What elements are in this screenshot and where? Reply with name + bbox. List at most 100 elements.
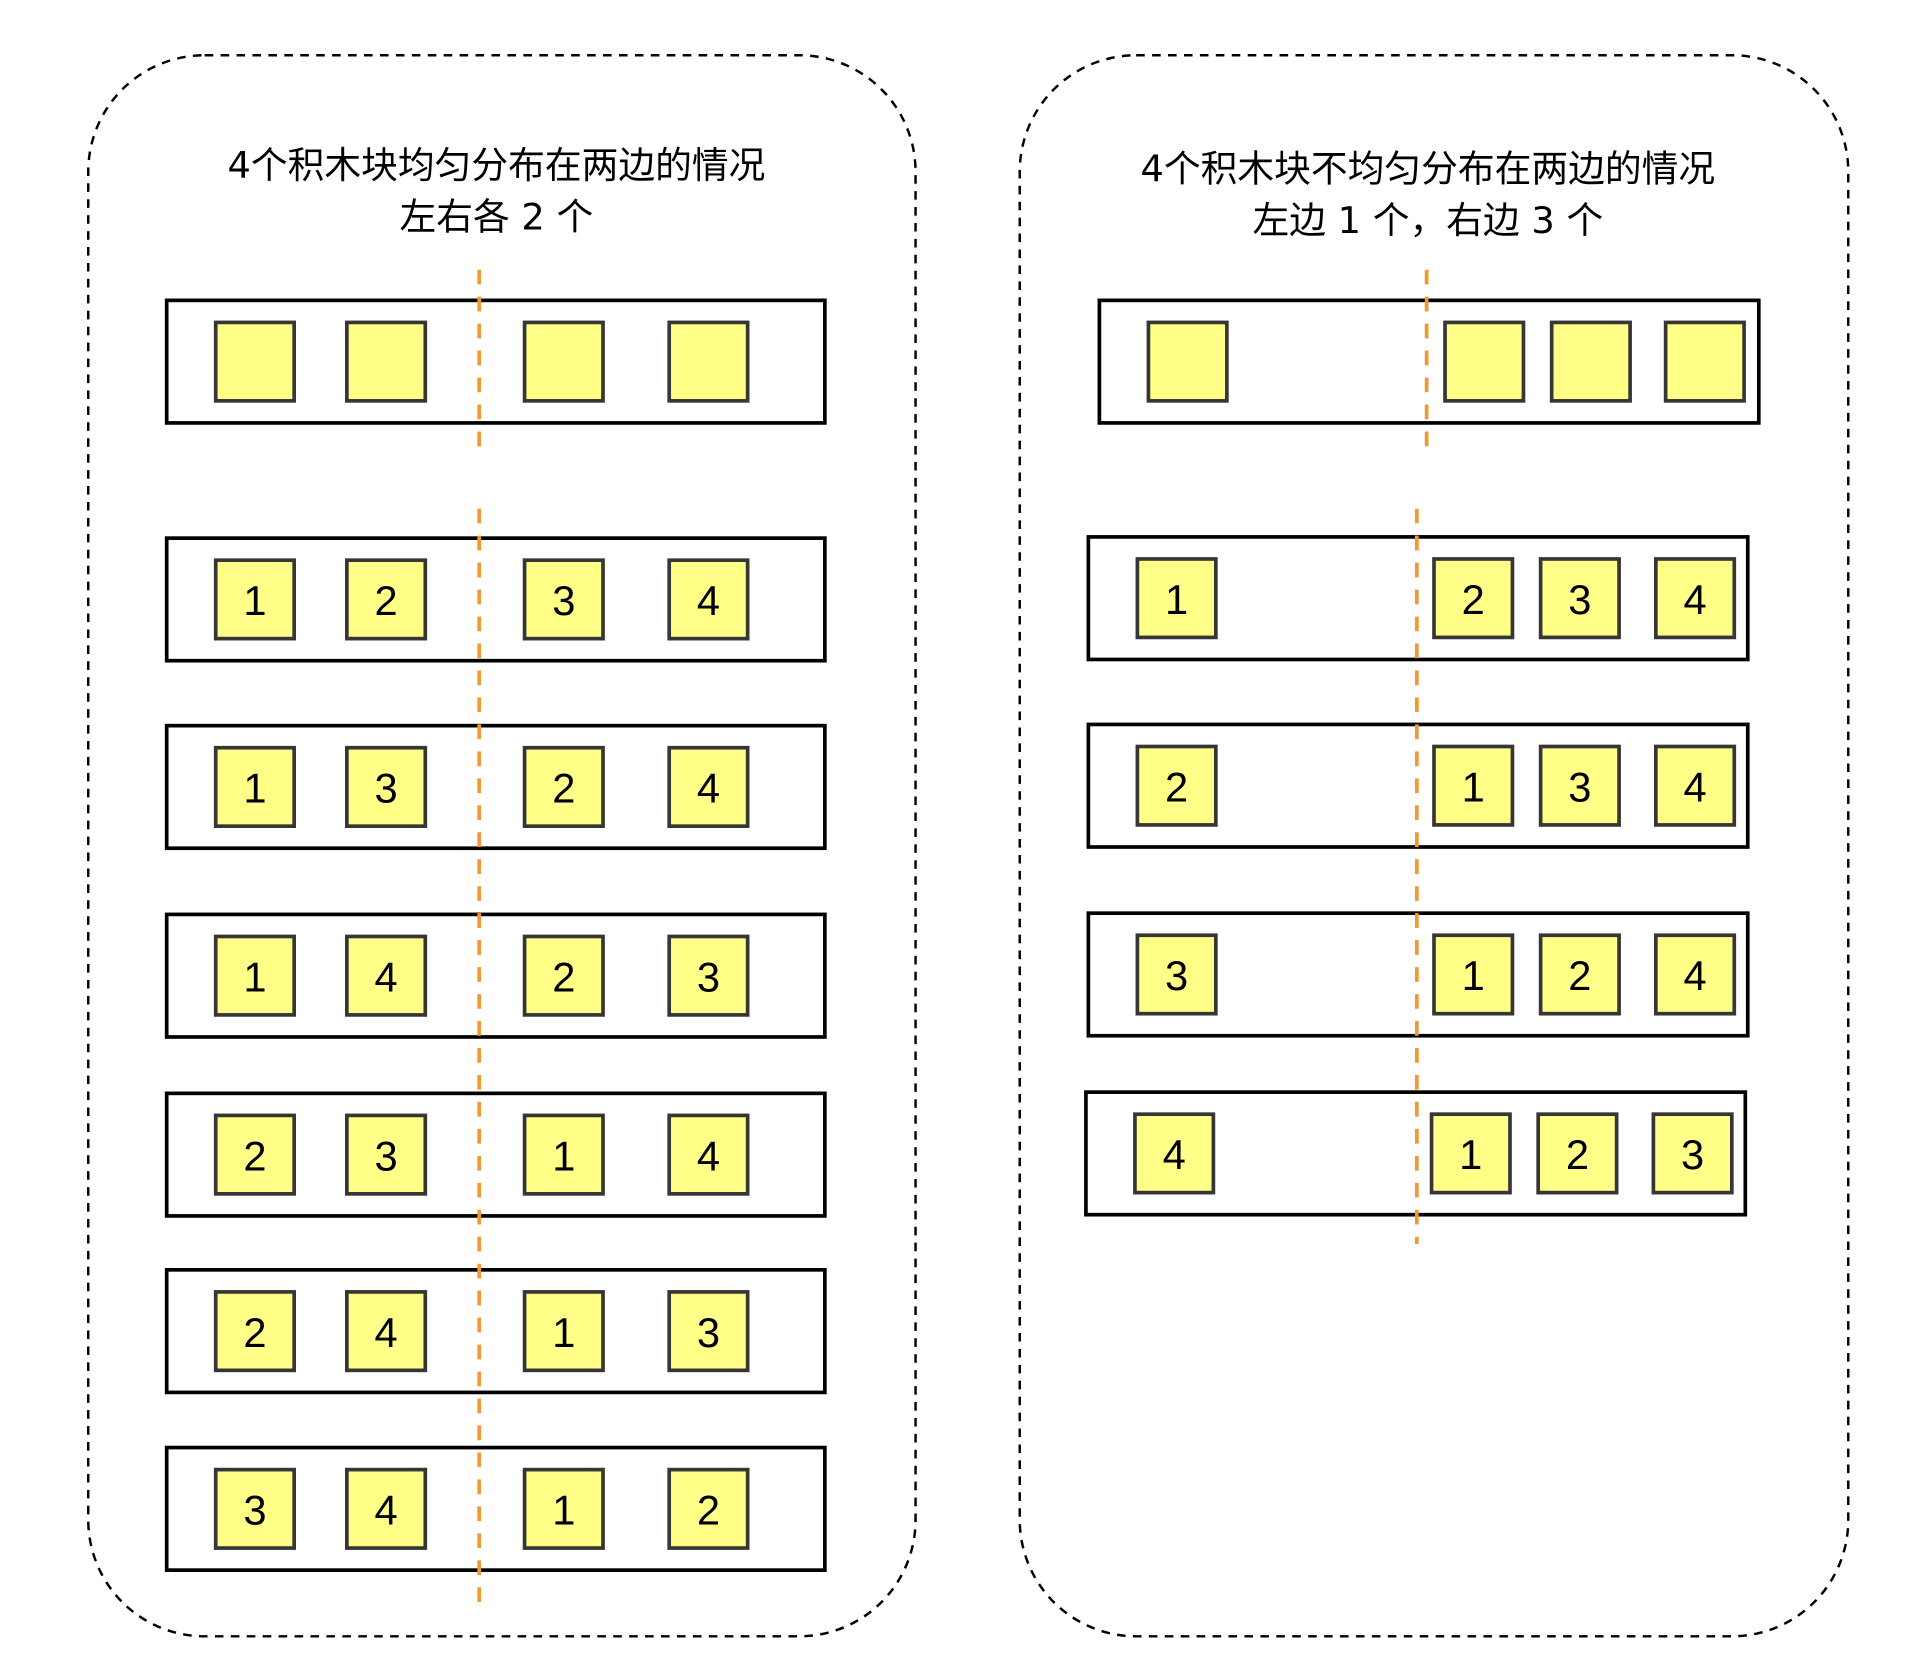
panel-title-line: 4个积木块不均匀分布在两边的情况	[1141, 147, 1716, 190]
arrangement-row: 3 4 1 2	[164, 1445, 827, 1572]
panel-title-line: 左边 1 个，右边 3 个	[1252, 199, 1603, 242]
block-number: 3	[1165, 952, 1188, 999]
block-number: 1	[1462, 763, 1485, 810]
block	[1536, 1112, 1619, 1195]
block-number: 1	[243, 765, 266, 812]
block	[1146, 320, 1229, 403]
block	[667, 1290, 750, 1373]
block-number: 2	[1165, 763, 1188, 810]
block	[213, 1290, 296, 1373]
block-number: 4	[374, 1487, 397, 1534]
block-number: 4	[1163, 1131, 1186, 1178]
block	[1538, 744, 1621, 827]
block	[213, 558, 296, 641]
block	[1654, 933, 1737, 1016]
block-number: 3	[552, 577, 575, 624]
block	[1549, 320, 1632, 403]
block-number: 2	[1568, 952, 1591, 999]
block	[1651, 1112, 1734, 1195]
block-number: 3	[374, 1132, 397, 1179]
block-number: 1	[552, 1309, 575, 1356]
block-number: 2	[552, 953, 575, 1000]
block	[667, 934, 750, 1017]
block	[667, 745, 750, 829]
block	[1135, 744, 1218, 827]
block	[1538, 557, 1621, 640]
block-number: 3	[1568, 576, 1591, 623]
arrangement-row: 1 4 2 3	[164, 912, 827, 1039]
block	[213, 1113, 296, 1196]
block	[213, 320, 296, 403]
block-number: 2	[1462, 576, 1485, 623]
block-number: 1	[552, 1132, 575, 1179]
block	[345, 1467, 428, 1550]
block-number: 4	[697, 765, 720, 812]
block	[1443, 320, 1526, 403]
block-number: 4	[1683, 576, 1706, 623]
block	[522, 745, 605, 829]
panel-outline	[1018, 54, 1850, 1638]
block-number: 3	[697, 1309, 720, 1356]
block-number: 3	[243, 1487, 266, 1534]
block-number: 1	[243, 577, 266, 624]
block	[1654, 744, 1737, 827]
block-number: 3	[697, 953, 720, 1000]
block-number: 4	[697, 1132, 720, 1179]
block-number: 1	[552, 1487, 575, 1534]
block	[522, 558, 605, 641]
block-number: 1	[1462, 952, 1485, 999]
arrangement-row: 2 4 1 3	[164, 1268, 827, 1395]
block	[522, 1113, 605, 1196]
block-number: 2	[697, 1487, 720, 1534]
block	[1432, 557, 1515, 640]
block-number: 4	[697, 577, 720, 624]
block-number: 4	[1683, 952, 1706, 999]
block-number: 2	[1566, 1131, 1589, 1178]
panel-title-line: 左右各 2 个	[400, 195, 594, 238]
block	[667, 320, 750, 403]
block	[213, 1467, 296, 1550]
block-number: 2	[243, 1309, 266, 1356]
block	[1135, 933, 1218, 1016]
panel-outline	[87, 54, 917, 1638]
block	[1432, 933, 1515, 1016]
block	[667, 558, 750, 641]
block	[522, 934, 605, 1017]
block	[522, 1467, 605, 1550]
block-number: 3	[1568, 763, 1591, 810]
block	[667, 1467, 750, 1550]
block	[213, 745, 296, 829]
block	[1133, 1112, 1216, 1195]
block-number: 1	[1459, 1131, 1482, 1178]
block	[213, 934, 296, 1017]
block	[1429, 1112, 1512, 1195]
block	[345, 320, 428, 403]
block	[522, 320, 605, 403]
block-number: 1	[1165, 576, 1188, 623]
block	[1663, 320, 1746, 403]
panel-title-line: 4个积木块均匀分布在两边的情况	[227, 144, 765, 187]
block-number: 3	[374, 765, 397, 812]
block	[1135, 557, 1218, 640]
block	[345, 745, 428, 829]
arrangement-row: 2 1 3 4	[1086, 722, 1750, 849]
block	[667, 1113, 750, 1196]
block-number: 1	[243, 953, 266, 1000]
block-number: 2	[374, 577, 397, 624]
block	[1538, 933, 1621, 1016]
empty-layout-row	[1097, 298, 1761, 425]
empty-layout-row	[164, 298, 827, 425]
block	[522, 1290, 605, 1373]
block-number: 4	[374, 953, 397, 1000]
block-number: 4	[1683, 763, 1706, 810]
block	[345, 558, 428, 641]
block	[345, 1290, 428, 1373]
arrangement-row: 1 2 3 4	[164, 536, 827, 663]
block-number: 4	[374, 1309, 397, 1356]
block	[1432, 744, 1515, 827]
